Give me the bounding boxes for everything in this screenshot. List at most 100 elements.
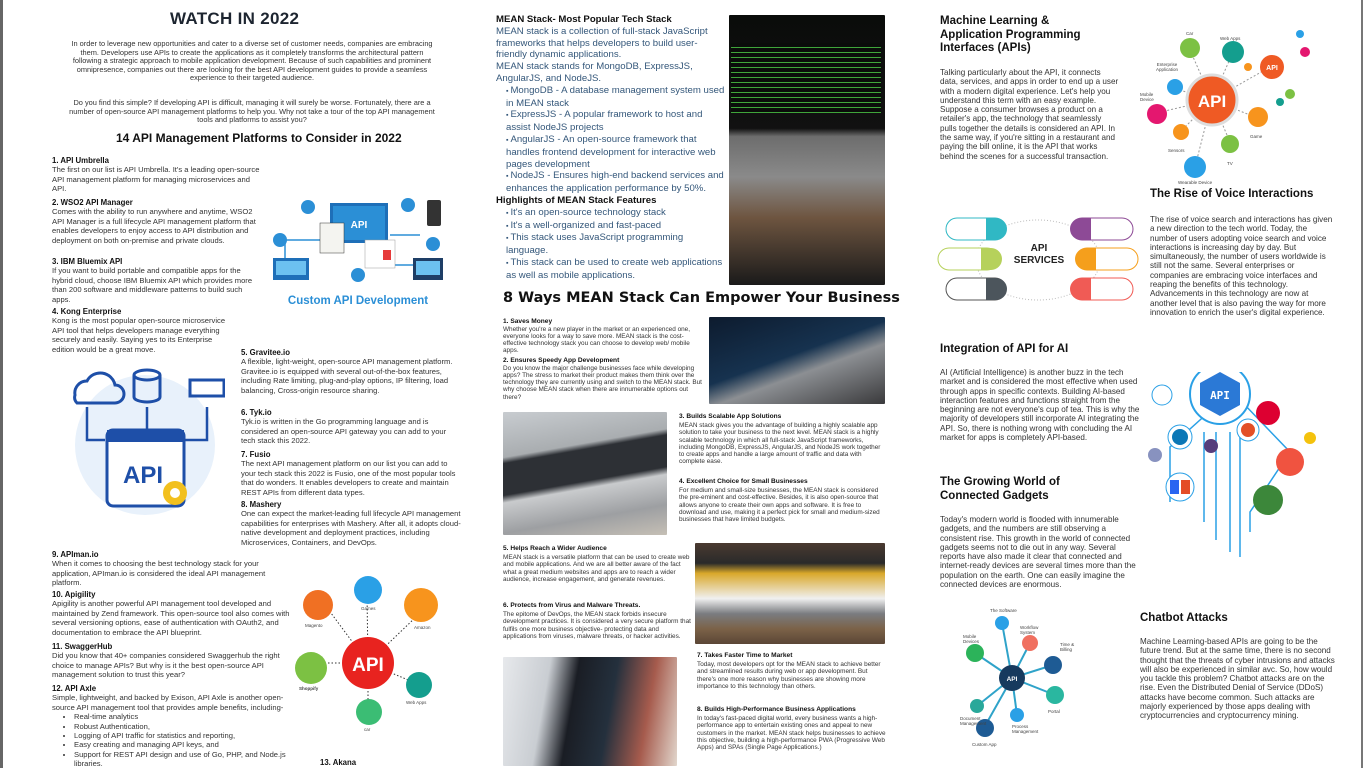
svg-text:API: API <box>123 462 163 489</box>
mean-paragraph: MEAN stack stands for MongoDB, ExpressJS… <box>496 61 693 84</box>
svg-text:API: API <box>352 655 384 676</box>
laptop-table-photo <box>695 543 885 644</box>
text: Simple, lightweight, and backed by Exiso… <box>52 693 284 712</box>
text: 6. Tyk.io <box>241 408 272 417</box>
highlight-item: It's an open-source technology stack <box>506 207 726 220</box>
network-label: Mobile Device <box>1140 92 1154 102</box>
highlight-item: This stack can be used to create web app… <box>506 257 726 282</box>
network-label: Sensors <box>1168 148 1185 153</box>
text: 1. API Umbrella <box>52 156 109 165</box>
svg-text:API: API <box>1007 676 1018 683</box>
mean-stack-section: MEAN Stack- Most Popular Tech Stack MEAN… <box>496 14 726 282</box>
text: 11. SwaggerHub <box>52 642 113 651</box>
text: 3. IBM Bluemix API <box>52 257 123 266</box>
gadget-label: Mobile Devices <box>963 634 980 644</box>
api-services-label: API SERVICES <box>1013 243 1065 266</box>
api-illustration: API <box>55 365 226 530</box>
text: Did you know that 40+ companies consider… <box>52 651 280 680</box>
text: Kong is the most popular open-source mic… <box>52 316 226 354</box>
text: 4. Kong Enterprise <box>52 307 122 316</box>
text: One can expect the market-leading full l… <box>241 509 461 547</box>
page-title: WATCH IN 2022 <box>170 9 300 28</box>
text: 10. Apigility <box>52 590 96 599</box>
text: The first on our list is API Umbrella. I… <box>52 165 260 194</box>
mean-list-item: ExpressJS - A popular framework to host … <box>506 109 726 134</box>
text: Today, most developers opt for the MEAN … <box>697 661 881 690</box>
svg-text:API: API <box>1198 92 1226 111</box>
text: Whether you're a new player in the marke… <box>503 325 691 355</box>
mean-list: MongoDB - A database management system u… <box>496 85 726 195</box>
mean-list-item: MongoDB - A database management system u… <box>506 85 726 110</box>
network-label: Car <box>1186 31 1194 36</box>
hub-label: Shoppify <box>299 686 319 691</box>
text: A flexible, light-weight, open-source AP… <box>241 357 453 395</box>
custom-api-illustration: API Custom API Development <box>270 195 446 307</box>
highlights-title: Highlights of MEAN Stack Features <box>496 194 657 206</box>
intro-paragraph: In order to leverage new opportunities a… <box>71 39 433 82</box>
mean-list-item: AngularJS - An open-source framework tha… <box>506 134 726 170</box>
network-label: Web Apps <box>1220 36 1241 41</box>
text: 5. Gravitee.io <box>241 348 290 357</box>
text: 12. API Axle <box>52 684 97 693</box>
network-label: Game <box>1250 134 1263 139</box>
section-heading: Machine Learning & Application Programmi… <box>940 15 1081 54</box>
feature-list: Real-time analyticsRobust Authentication… <box>52 712 297 768</box>
api-services-graphic: API SERVICES <box>936 215 1141 305</box>
text: 3. Builds Scalable App Solutions <box>679 413 782 420</box>
paragraph: AI (Artificial Intelligence) is another … <box>940 368 1140 443</box>
text: In today's fast-paced digital world, eve… <box>697 715 886 752</box>
api-tech-tree-graphic: API <box>1140 363 1335 572</box>
paragraph: Today's modern world is flooded with inn… <box>940 515 1136 590</box>
hub-label: car <box>364 727 371 732</box>
section-heading: Integration of API for AI <box>940 343 1069 355</box>
paragraph: Machine Learning-based APIs are going to… <box>1140 637 1335 721</box>
section-heading: Chatbot Attacks <box>1140 612 1228 624</box>
section-heading: 14 API Management Platforms to Consider … <box>116 131 402 145</box>
text: MEAN stack is a versatile platform that … <box>503 554 690 583</box>
text: 9. APIman.io <box>52 550 99 559</box>
text: When it comes to choosing the best techn… <box>52 559 266 588</box>
feature-item: Real-time analytics <box>74 712 297 721</box>
page-edge-right <box>1361 0 1363 768</box>
hub-label: Amazon <box>414 625 431 630</box>
section-heading: 8 Ways MEAN Stack Can Empower Your Busin… <box>503 290 900 306</box>
section-heading: The Growing World of Connected Gadgets <box>940 476 1060 502</box>
gadget-label: The Software <box>990 608 1017 613</box>
text: 4. Excellent Choice for Small Businesses <box>679 478 808 485</box>
feature-item: Logging of API traffic for statistics an… <box>74 731 297 740</box>
page-edge-left <box>0 0 3 768</box>
feature-item: Support for REST API design and use of G… <box>74 750 297 769</box>
text: 7. Fusio <box>241 450 271 459</box>
text: 2. Ensures Speedy App Development <box>503 357 620 364</box>
text: 8. Builds High-Performance Business Appl… <box>697 706 856 713</box>
text: 2. WSO2 API Manager <box>52 198 133 207</box>
gadget-label: Portal <box>1048 709 1060 714</box>
network-label: Wearable Device <box>1178 180 1213 185</box>
gadget-label: Document Management <box>960 716 987 726</box>
text: 7. Takes Faster Time to Market <box>697 652 793 659</box>
image-caption: Custom API Development <box>287 295 429 307</box>
text: Comes with the ability to run anywhere a… <box>52 207 256 245</box>
text: 1. Saves Money <box>503 318 553 325</box>
paragraph: The rise of voice search and interaction… <box>1150 215 1333 317</box>
mean-title: MEAN Stack- Most Popular Tech Stack <box>496 14 672 25</box>
text: 8. Mashery <box>241 500 282 509</box>
gadget-label: Process Management <box>1012 724 1039 734</box>
mean-paragraph: MEAN stack is a collection of full-stack… <box>496 25 708 61</box>
list-item: 4. Excellent Choice for Small Businesses… <box>679 477 885 523</box>
mean-list-item: NodeJS - Ensures high-end backend servic… <box>506 170 726 195</box>
connected-gadgets-graphic: API The Software Workflow System Mobile … <box>960 608 1080 750</box>
api-network-graphic: API API Car Web Apps Enterprise Applicat… <box>1140 12 1320 185</box>
